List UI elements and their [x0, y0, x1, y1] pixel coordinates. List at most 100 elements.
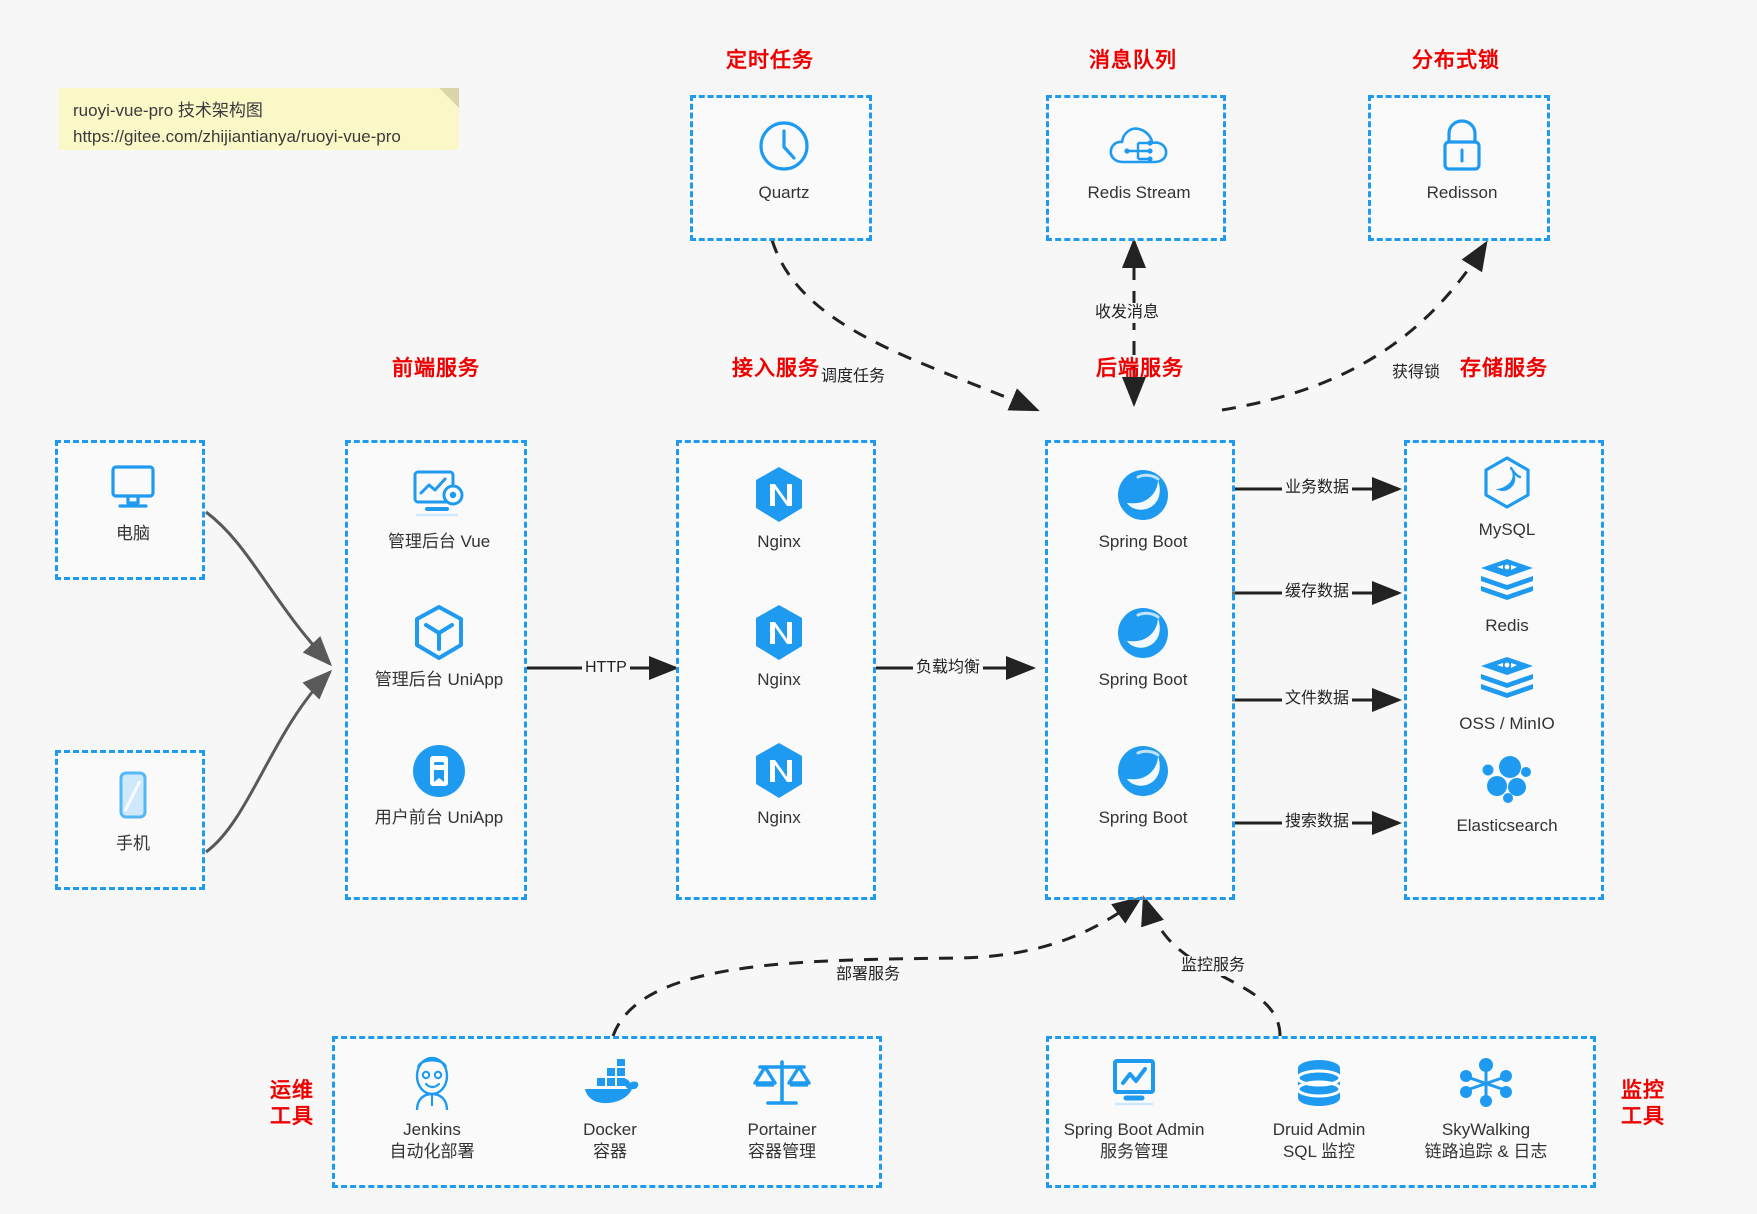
edge-label-schedule: 调度任务	[818, 367, 889, 387]
node-user-uniapp[interactable]: 用户前台 UniApp	[364, 741, 514, 829]
group-title-frontend: 前端服务	[392, 357, 480, 380]
node-label-pc: 电脑	[116, 524, 150, 543]
node-label-mysql: MySQL	[1478, 520, 1536, 539]
edge-label-cache-data: 缓存数据	[1282, 582, 1353, 602]
group-title-monitor-line2: 工具	[1621, 1105, 1665, 1128]
node-admin-vue[interactable]: 管理后台 Vue	[364, 465, 514, 553]
nginx-icon	[704, 741, 854, 801]
node-sub-spring-boot-admin: 服务管理	[1100, 1142, 1168, 1161]
group-title-gateway: 接入服务	[732, 357, 820, 380]
network-nodes-icon	[1411, 1053, 1561, 1113]
edge-label-acquire-lock: 获得锁	[1389, 363, 1444, 383]
cloud-stream-icon	[1064, 116, 1214, 176]
group-title-monitor: 监控 工具	[1613, 1078, 1673, 1130]
node-spring-boot-admin[interactable]: Spring Boot Admin 服务管理	[1059, 1053, 1209, 1163]
node-portainer[interactable]: Portainer 容器管理	[707, 1053, 857, 1163]
group-devops: Jenkins 自动化部署 Docker 容器	[332, 1036, 882, 1188]
group-client-pc: 电脑	[55, 440, 205, 580]
node-admin-uniapp[interactable]: 管理后台 UniApp	[364, 603, 514, 691]
edge-label-biz-data: 业务数据	[1282, 478, 1353, 498]
node-docker[interactable]: Docker 容器	[535, 1053, 685, 1163]
node-label-portainer: Portainer	[747, 1120, 817, 1139]
node-label-docker: Docker	[583, 1120, 637, 1139]
edge-label-mq-messages: 收发消息	[1092, 303, 1163, 323]
group-title-devops-line1: 运维	[270, 1079, 314, 1102]
node-sub-skywalking: 链路追踪 & 日志	[1424, 1142, 1548, 1161]
node-spring-boot-1[interactable]: Spring Boot	[1068, 465, 1218, 553]
node-redisson[interactable]: Redisson	[1387, 116, 1537, 204]
group-title-backend: 后端服务	[1096, 357, 1184, 380]
node-nginx-1[interactable]: Nginx	[704, 465, 854, 553]
node-spring-boot-2[interactable]: Spring Boot	[1068, 603, 1218, 691]
monitor-chart-icon	[1059, 1053, 1209, 1113]
node-sub-jenkins: 自动化部署	[389, 1142, 475, 1161]
node-label-redis: Redis	[1485, 616, 1529, 635]
node-label-user-uniapp: 用户前台 UniApp	[374, 808, 504, 827]
node-label-nginx-1: Nginx	[757, 532, 801, 551]
group-storage: MySQL Redis	[1404, 440, 1604, 900]
node-spring-boot-3[interactable]: Spring Boot	[1068, 741, 1218, 829]
node-elasticsearch[interactable]: Elasticsearch	[1432, 749, 1582, 837]
node-druid-admin[interactable]: Druid Admin SQL 监控	[1244, 1053, 1394, 1163]
node-mysql[interactable]: MySQL	[1432, 453, 1582, 541]
node-label-mobile: 手机	[116, 834, 150, 853]
node-label-elasticsearch: Elasticsearch	[1456, 816, 1558, 835]
edge-label-load-balance: 负载均衡	[913, 658, 984, 678]
node-quartz[interactable]: Quartz	[709, 116, 859, 204]
group-client-mobile: 手机	[55, 750, 205, 890]
elasticsearch-icon	[1432, 749, 1582, 809]
node-label-quartz: Quartz	[758, 183, 810, 202]
node-redis[interactable]: Redis	[1432, 549, 1582, 637]
node-jenkins[interactable]: Jenkins 自动化部署	[357, 1053, 507, 1163]
group-title-scheduler: 定时任务	[726, 49, 814, 72]
node-skywalking[interactable]: SkyWalking 链路追踪 & 日志	[1411, 1053, 1561, 1163]
dashboard-icon	[364, 465, 514, 525]
edge-label-deploy-service: 部署服务	[833, 965, 904, 985]
node-label-oss-minio: OSS / MinIO	[1459, 714, 1555, 733]
node-label-nginx-3: Nginx	[757, 808, 801, 827]
edge-mobile-to-frontend	[205, 669, 333, 854]
node-label-admin-uniapp: 管理后台 UniApp	[374, 670, 504, 689]
redis-stack-icon	[1432, 549, 1582, 609]
node-label-nginx-2: Nginx	[757, 670, 801, 689]
node-nginx-2[interactable]: Nginx	[704, 603, 854, 691]
clock-icon	[709, 116, 859, 176]
cube-icon	[364, 603, 514, 663]
group-frontend: 管理后台 Vue 管理后台 UniApp 用户前台 UniApp	[345, 440, 527, 900]
group-scheduler: Quartz	[690, 95, 872, 241]
note-fold-corner	[439, 88, 459, 108]
edge-label-file-data: 文件数据	[1282, 689, 1353, 709]
node-label-jenkins: Jenkins	[403, 1120, 461, 1139]
node-sub-docker: 容器	[593, 1142, 627, 1161]
group-lock: Redisson	[1368, 95, 1550, 241]
group-monitor: Spring Boot Admin 服务管理 Druid Admin SQL 监…	[1046, 1036, 1596, 1188]
group-title-storage: 存储服务	[1460, 357, 1548, 380]
node-label-redisson: Redisson	[1426, 183, 1498, 202]
lock-icon	[1387, 116, 1537, 176]
note-line-2: https://gitee.com/zhijiantianya/ruoyi-vu…	[73, 127, 401, 146]
group-mq: Redis Stream	[1046, 95, 1226, 241]
node-label-admin-vue: 管理后台 Vue	[387, 532, 491, 551]
diagram-note: ruoyi-vue-pro 技术架构图 https://gitee.com/zh…	[59, 88, 459, 150]
edge-schedule	[770, 239, 1040, 412]
group-backend: Spring Boot Spring Boot Spring Boot	[1045, 440, 1235, 900]
node-label-skywalking: SkyWalking	[1441, 1120, 1531, 1139]
spring-leaf-icon	[1068, 603, 1218, 663]
group-title-monitor-line1: 监控	[1621, 1079, 1665, 1102]
group-title-mq: 消息队列	[1089, 49, 1177, 72]
group-gateway: Nginx Nginx Nginx	[676, 440, 876, 900]
node-label-spring-boot-admin: Spring Boot Admin	[1063, 1120, 1205, 1139]
desktop-icon	[58, 457, 208, 517]
database-icon	[1244, 1053, 1394, 1113]
jenkins-butler-icon	[357, 1053, 507, 1113]
node-redis-stream[interactable]: Redis Stream	[1064, 116, 1214, 204]
spring-leaf-icon	[1068, 741, 1218, 801]
node-oss-minio[interactable]: OSS / MinIO	[1432, 647, 1582, 735]
node-mobile[interactable]: 手机	[58, 767, 208, 855]
group-title-devops: 运维 工具	[262, 1078, 322, 1130]
node-label-redis-stream: Redis Stream	[1087, 183, 1191, 202]
node-pc[interactable]: 电脑	[58, 457, 208, 545]
node-nginx-3[interactable]: Nginx	[704, 741, 854, 829]
edge-pc-to-frontend	[205, 510, 333, 667]
node-label-spring-boot-3: Spring Boot	[1098, 808, 1188, 827]
